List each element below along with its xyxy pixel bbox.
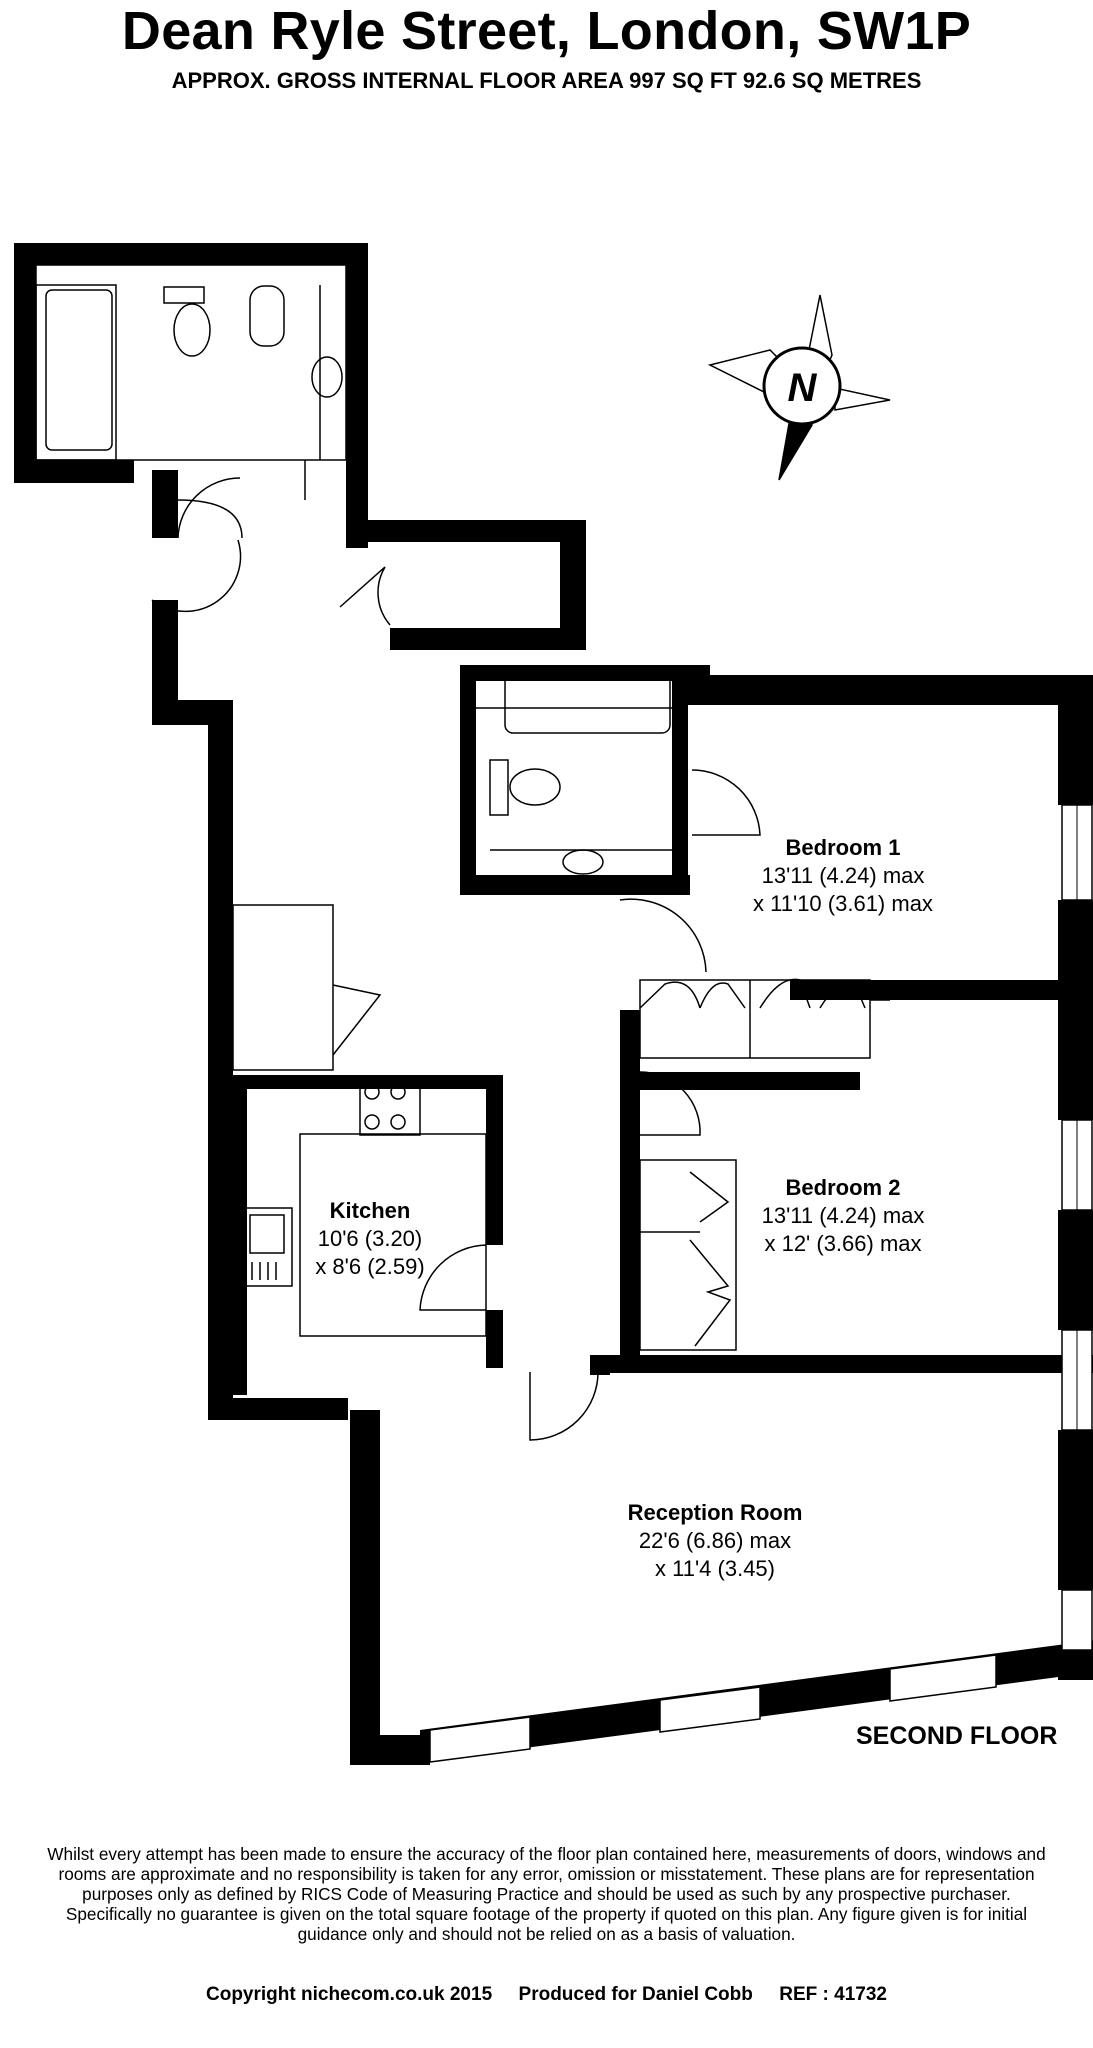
- toilet-icon: [489, 759, 509, 816]
- sink-icon: [562, 849, 604, 875]
- plan-title: Dean Ryle Street, London, SW1P: [121, 1, 972, 61]
- disclaimer-line: Whilst every attempt has been made to en…: [47, 1844, 1046, 1864]
- compass-north-letter: N: [788, 366, 818, 410]
- room-dimension: 10'6 (3.20): [318, 1226, 423, 1251]
- floor-label: SECOND FLOOR: [856, 1722, 1057, 1750]
- room-dimension: 13'11 (4.24) max: [762, 1203, 925, 1228]
- room-name: Kitchen: [330, 1198, 411, 1223]
- disclaimer: Whilst every attempt has been made to en…: [0, 1844, 1093, 1944]
- floor-area-subtitle: APPROX. GROSS INTERNAL FLOOR AREA 997 SQ…: [171, 68, 922, 93]
- room-dimension: 13'11 (4.24) max: [762, 863, 925, 888]
- windows: [429, 804, 1093, 1763]
- sink-icon: [311, 356, 343, 398]
- fixtures: [35, 264, 890, 1441]
- door-swing: [177, 499, 243, 539]
- disclaimer-line: guidance only and should not be relied o…: [297, 1924, 796, 1944]
- disclaimer-line: Specifically no guarantee is given on th…: [65, 1904, 1028, 1924]
- room-dimension: x 11'4 (3.45): [655, 1556, 775, 1581]
- toilet-icon: [163, 286, 205, 304]
- kitchen-sink-icon: [241, 1207, 293, 1287]
- room-dimension: x 8'6 (2.59): [315, 1254, 424, 1279]
- room-label-reception: Reception Room 22'6 (6.86) max x 11'4 (3…: [628, 1500, 803, 1581]
- bathtub-icon: [504, 672, 671, 734]
- disclaimer-line: purposes only as defined by RICS Code of…: [82, 1884, 1011, 1904]
- hob-icon: [359, 1079, 421, 1136]
- room-label-bedroom2: Bedroom 2 13'11 (4.24) max x 12' (3.66) …: [762, 1175, 925, 1256]
- bathtub-icon: [45, 289, 113, 451]
- copyright-line: Copyright nichecom.co.uk 2015 Produced f…: [206, 1984, 887, 2005]
- room-dimension: x 11'10 (3.61) max: [753, 891, 933, 916]
- compass-icon: N: [707, 294, 891, 481]
- room-label-bedroom1: Bedroom 1 13'11 (4.24) max x 11'10 (3.61…: [753, 835, 933, 916]
- room-dimension: x 12' (3.66) max: [764, 1231, 921, 1256]
- disclaimer-line: rooms are approximate and no responsibil…: [58, 1864, 1035, 1884]
- walls: [14, 243, 1093, 1765]
- room-name: Reception Room: [628, 1500, 803, 1525]
- room-name: Bedroom 2: [786, 1175, 901, 1200]
- room-dimension: 22'6 (6.86) max: [639, 1528, 791, 1553]
- bidet-icon: [249, 285, 285, 347]
- room-label-kitchen: Kitchen 10'6 (3.20) x 8'6 (2.59): [315, 1198, 424, 1279]
- room-name: Bedroom 1: [786, 835, 901, 860]
